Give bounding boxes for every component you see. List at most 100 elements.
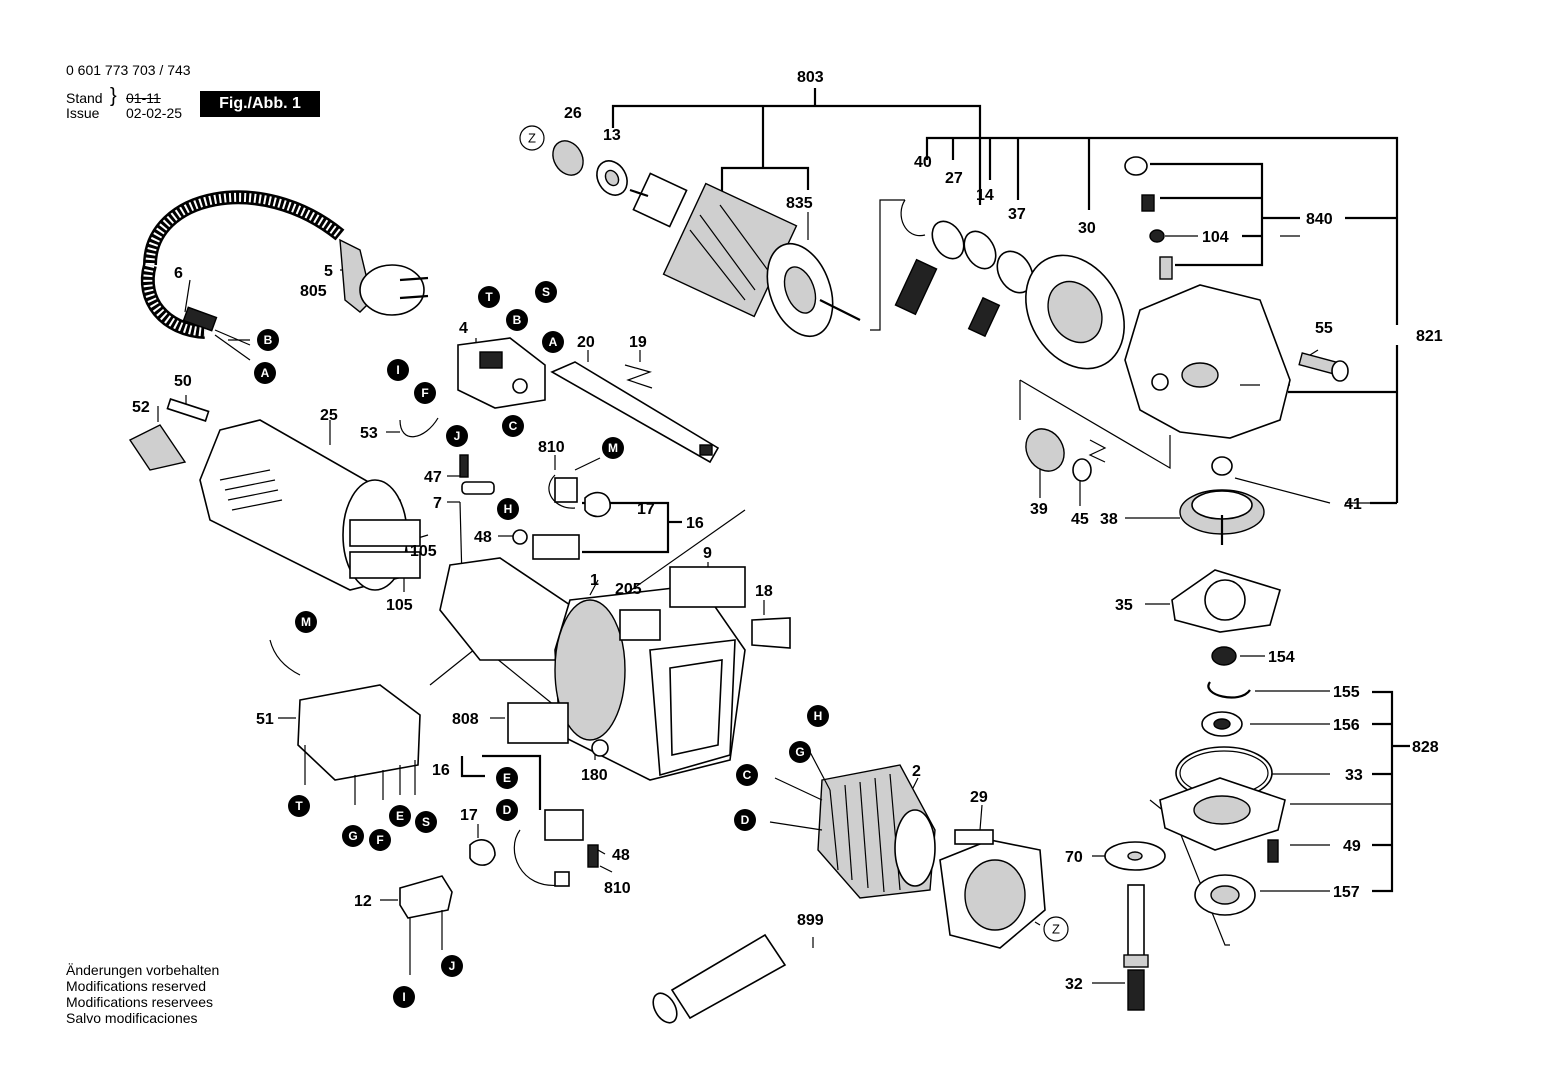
part-number-48-lower: 48 <box>612 847 630 864</box>
part-number-labels: 803 26 13 835 40 27 14 37 30 840 104 821… <box>132 69 1443 993</box>
svg-text:D: D <box>503 803 512 817</box>
note-en: Modifications reserved <box>66 978 207 994</box>
part-number-17-lower: 17 <box>460 807 478 824</box>
power-cord <box>140 190 345 361</box>
part-number-52: 52 <box>132 399 150 416</box>
svg-text:B: B <box>513 313 522 327</box>
part-number-49: 49 <box>1343 838 1361 855</box>
note-es: Salvo modificaciones <box>66 1010 198 1026</box>
svg-text:F: F <box>376 833 383 847</box>
svg-text:S: S <box>542 285 550 299</box>
connector-marker-i: I <box>393 986 415 1008</box>
connector-marker-f: F <box>369 829 391 851</box>
svg-text:Z: Z <box>1052 922 1060 937</box>
crown-gear-parts <box>1171 456 1281 737</box>
svg-text:G: G <box>795 745 804 759</box>
part-number-6: 6 <box>174 265 183 282</box>
part-number-25: 25 <box>320 407 338 424</box>
connector-marker-g: G <box>789 741 811 763</box>
part-number-14: 14 <box>976 187 994 204</box>
part-number-205: 205 <box>615 581 642 598</box>
part-number-19: 19 <box>629 334 647 351</box>
stand-label: Stand <box>66 90 103 106</box>
connector-marker-e: E <box>389 805 411 827</box>
bearing-stack-top <box>894 199 1034 338</box>
doc-number: 0 601 773 703 / 743 <box>66 62 191 78</box>
part-number-47: 47 <box>424 469 442 486</box>
svg-text:T: T <box>295 799 303 813</box>
bearings-top-left <box>552 140 628 196</box>
part-number-26: 26 <box>564 105 582 122</box>
part-number-4: 4 <box>459 320 468 337</box>
button-parts-840 <box>1124 156 1173 280</box>
part-number-180: 180 <box>581 767 608 784</box>
part-number-29: 29 <box>970 789 988 806</box>
part-number-16-lower: 16 <box>432 762 450 779</box>
part-number-805: 805 <box>300 283 327 300</box>
part-number-840: 840 <box>1306 211 1333 228</box>
part-number-7: 7 <box>433 495 442 512</box>
spindle-32 <box>1104 841 1166 1011</box>
part-number-835: 835 <box>786 195 813 212</box>
part-number-32: 32 <box>1065 976 1083 993</box>
part-number-821: 821 <box>1416 328 1443 345</box>
part-number-12: 12 <box>354 893 372 910</box>
svg-text:C: C <box>509 419 518 433</box>
svg-text:C: C <box>743 768 752 782</box>
figure-badge: Fig./Abb. 1 <box>200 91 320 117</box>
part-number-808: 808 <box>452 711 479 728</box>
part-number-155: 155 <box>1333 684 1360 701</box>
connector-marker-m: M <box>602 437 624 459</box>
part-number-16-upper: 16 <box>686 515 704 532</box>
part-number-39: 39 <box>1030 501 1048 518</box>
svg-text:I: I <box>396 363 399 377</box>
stand-brace: } <box>110 85 117 107</box>
connector-marker-t: T <box>288 795 310 817</box>
stator-2 <box>769 751 936 899</box>
spindle-bearing-flange <box>1025 254 1125 370</box>
part-number-1: 1 <box>590 572 599 589</box>
part-number-48-upper: 48 <box>474 529 492 546</box>
connector-marker-j: J <box>446 425 468 447</box>
svg-text:Z: Z <box>528 131 536 146</box>
part-number-105-a: 105 <box>410 543 437 560</box>
note-de: Änderungen vorbehalten <box>66 962 220 978</box>
connector-marker-h: H <box>497 498 519 520</box>
reference-marker-z-bottom: Z <box>1043 916 1069 942</box>
part-number-35: 35 <box>1115 597 1133 614</box>
part-number-803: 803 <box>797 69 824 86</box>
screw-55 <box>1298 352 1349 382</box>
brush-holder-left <box>399 337 546 438</box>
connector-marker-i: I <box>387 359 409 381</box>
connector-marker-f: F <box>414 382 436 404</box>
connector-marker-s: S <box>415 811 437 833</box>
part-number-53: 53 <box>360 425 378 442</box>
connector-marker-m: M <box>295 611 317 633</box>
part-number-70: 70 <box>1065 849 1083 866</box>
part-number-810-lower: 810 <box>604 880 631 897</box>
part-number-156: 156 <box>1333 717 1360 734</box>
svg-text:A: A <box>549 335 558 349</box>
plug <box>339 238 429 316</box>
note-fr: Modifications reservees <box>66 994 214 1010</box>
connector-marker-h: H <box>807 705 829 727</box>
capacitor-12 <box>399 875 453 975</box>
connector-marker-t: T <box>478 286 500 308</box>
part-number-17-upper: 17 <box>637 501 655 518</box>
connector-marker-c: C <box>502 415 524 437</box>
svg-text:M: M <box>301 615 311 629</box>
part-number-899: 899 <box>797 912 824 929</box>
connector-marker-b: B <box>257 329 279 351</box>
connector-marker-e: E <box>496 767 518 789</box>
part-number-810-upper: 810 <box>538 439 565 456</box>
svg-text:F: F <box>421 386 428 400</box>
pinion-gear <box>1025 428 1107 482</box>
part-number-33: 33 <box>1345 767 1363 784</box>
part-number-40: 40 <box>914 154 932 171</box>
connector-marker-a: A <box>254 362 276 384</box>
motor-housing <box>128 398 421 591</box>
armature <box>629 172 861 338</box>
connector-markers: B A T S B A I F J C M H M T G F E S E D … <box>254 125 1069 1008</box>
part-number-30: 30 <box>1078 220 1096 237</box>
